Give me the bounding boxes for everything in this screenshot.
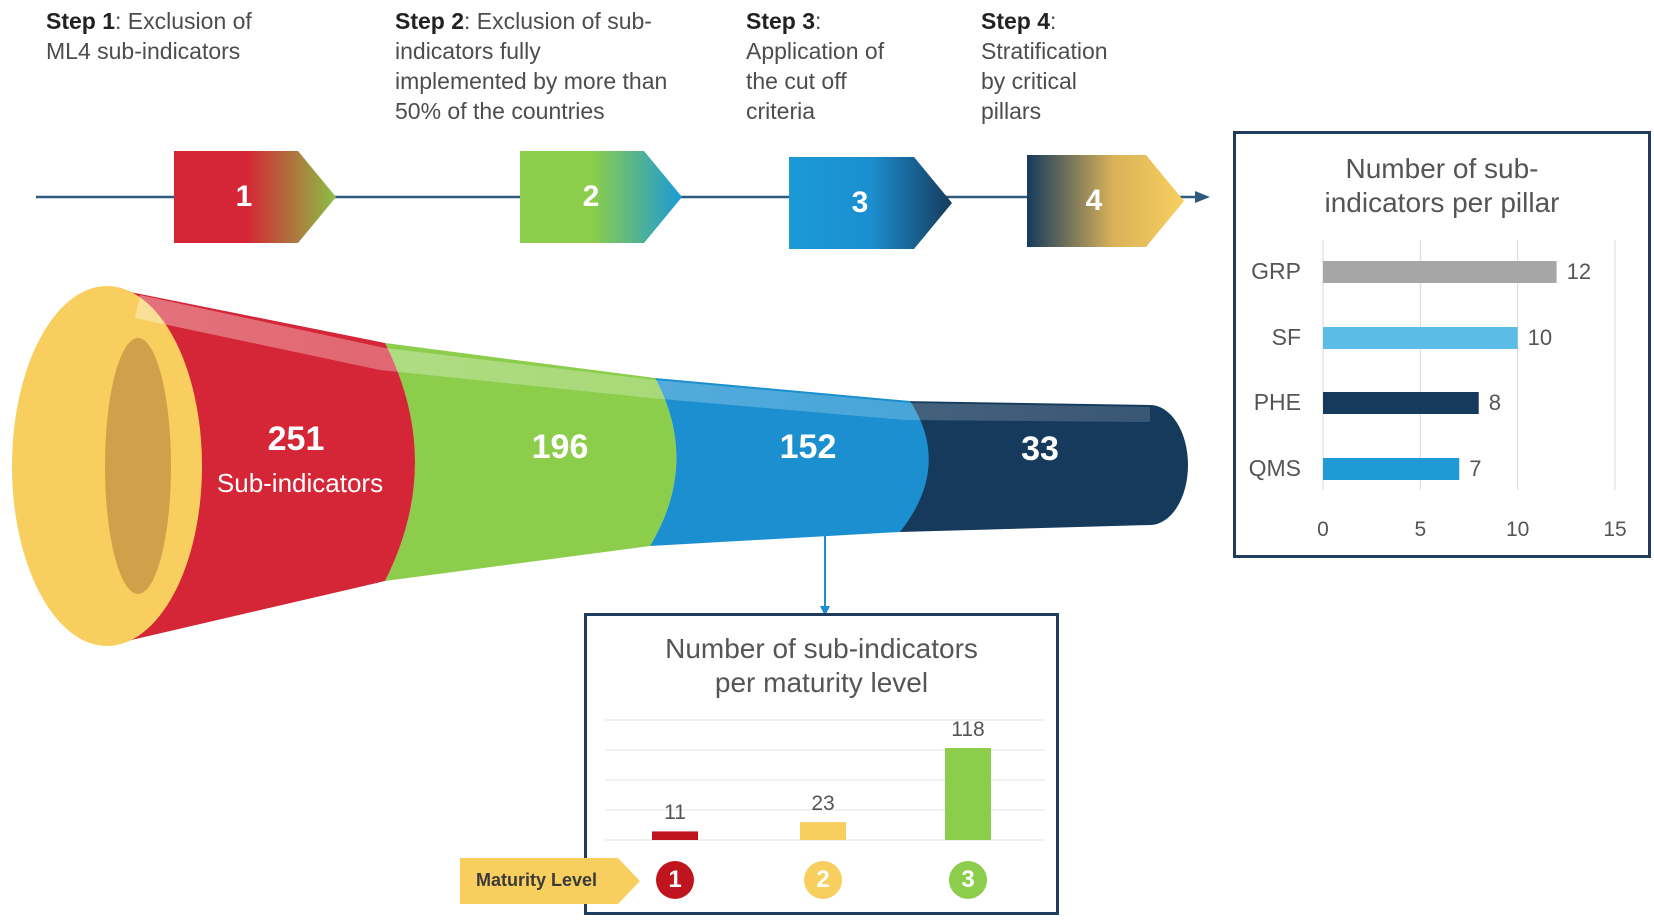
pillar-bar-grp bbox=[1323, 261, 1557, 283]
maturity-value-label: 118 bbox=[951, 718, 985, 741]
step-3-arrow bbox=[789, 157, 952, 249]
step-2-line-1: : Exclusion of sub- bbox=[464, 8, 652, 34]
step-2-line-4: 50% of the countries bbox=[395, 98, 605, 124]
pillar-category-label: PHE bbox=[1253, 389, 1301, 415]
maturity-bar-2 bbox=[800, 822, 846, 840]
connector-arrow bbox=[820, 530, 830, 616]
funnel-value-3: 152 bbox=[779, 428, 837, 466]
funnel-diagram bbox=[12, 286, 1188, 646]
maturity-level-tag-shape bbox=[460, 858, 640, 904]
funnel-value-4: 33 bbox=[1021, 430, 1059, 468]
step-4-arrow-number: 4 bbox=[1085, 184, 1103, 217]
funnel-value-1: 251 bbox=[267, 420, 325, 458]
step-4-text: Step 4: Stratification by critical pilla… bbox=[981, 6, 1108, 126]
funnel-segment-4 bbox=[900, 401, 1188, 532]
funnel-highlight bbox=[135, 295, 1150, 422]
funnel-segment-3 bbox=[650, 378, 929, 546]
connector-arrowhead bbox=[820, 606, 830, 616]
pillar-bar-qms bbox=[1323, 458, 1460, 480]
step-4-line-2: Stratification bbox=[981, 38, 1108, 64]
step-4-line-3: by critical bbox=[981, 68, 1077, 94]
maturity-chart-title: Number of sub-indicators per maturity le… bbox=[587, 632, 1056, 700]
maturity-title-line-1: Number of sub-indicators bbox=[665, 633, 978, 664]
pillar-chart-title: Number of sub- indicators per pillar bbox=[1236, 152, 1648, 220]
step-1-arrow bbox=[174, 151, 336, 243]
maturity-bar-1 bbox=[652, 831, 698, 840]
step-4-label: Step 4 bbox=[981, 8, 1051, 34]
step-2-arrow-number: 2 bbox=[582, 180, 600, 213]
funnel-mouth-inner bbox=[105, 338, 171, 594]
pillar-value-label: 7 bbox=[1469, 456, 1482, 481]
maturity-bar-3 bbox=[945, 748, 991, 840]
pillar-value-label: 8 bbox=[1488, 390, 1501, 415]
pillar-x-tick: 15 bbox=[1603, 518, 1627, 541]
step-2-label: Step 2 bbox=[395, 8, 465, 34]
maturity-level-1-badge: 1 bbox=[656, 861, 694, 899]
pillar-category-label: GRP bbox=[1251, 258, 1301, 284]
step-3-line-1: : bbox=[815, 8, 822, 34]
funnel-sub-label-1: Sub-indicators bbox=[216, 468, 384, 498]
pillar-bar-phe bbox=[1323, 392, 1479, 414]
step-timeline bbox=[36, 151, 1210, 249]
step-4-arrow bbox=[1027, 155, 1184, 247]
pillar-value-label: 12 bbox=[1566, 259, 1592, 284]
maturity-value-label: 11 bbox=[664, 801, 686, 825]
maturity-title-line-2: per maturity level bbox=[714, 667, 929, 698]
step-3-arrow-number: 3 bbox=[851, 186, 869, 219]
pillar-bar-chart bbox=[1322, 240, 1616, 490]
step-1-arrow-number: 1 bbox=[235, 180, 253, 213]
step-3-label: Step 3 bbox=[746, 8, 816, 34]
pillar-category-label: SF bbox=[1271, 324, 1301, 350]
step-1-line-2: ML4 sub-indicators bbox=[46, 38, 241, 64]
step-3-line-3: the cut off bbox=[746, 68, 847, 94]
pillar-x-tick: 0 bbox=[1317, 518, 1329, 541]
step-1-label: Step 1 bbox=[46, 8, 116, 34]
pillar-x-tick: 10 bbox=[1505, 518, 1530, 541]
step-2-line-2: indicators fully bbox=[395, 38, 541, 64]
maturity-level-tag bbox=[460, 858, 640, 904]
step-2-text: Step 2: Exclusion of sub- indicators ful… bbox=[395, 6, 667, 126]
pillar-title-line-1: Number of sub- bbox=[1345, 153, 1539, 184]
step-3-text: Step 3: Application of the cut off crite… bbox=[746, 6, 884, 126]
pillar-value-label: 10 bbox=[1527, 325, 1553, 350]
maturity-level-2-badge: 2 bbox=[804, 861, 842, 899]
pillar-bar-sf bbox=[1323, 327, 1518, 349]
step-4-line-1: : bbox=[1050, 8, 1057, 34]
step-2-line-3: implemented by more than bbox=[395, 68, 668, 94]
step-4-line-4: pillars bbox=[981, 98, 1042, 124]
maturity-level-tag-label: Maturity Level bbox=[476, 870, 598, 890]
step-1-line-1: : Exclusion of bbox=[115, 8, 252, 34]
maturity-value-label: 23 bbox=[811, 792, 835, 816]
maturity-level-3-badge: 3 bbox=[949, 861, 987, 899]
step-2-arrow bbox=[520, 151, 682, 243]
timeline-end-arrowhead bbox=[1195, 191, 1210, 203]
pillar-category-label: QMS bbox=[1248, 455, 1301, 481]
funnel-value-2: 196 bbox=[531, 428, 589, 466]
step-3-line-2: Application of bbox=[746, 38, 885, 64]
step-1-text: Step 1: Exclusion of ML4 sub-indicators bbox=[46, 6, 252, 66]
funnel-segment-2 bbox=[385, 343, 677, 581]
pillar-title-line-2: indicators per pillar bbox=[1324, 187, 1560, 218]
maturity-bar-chart bbox=[605, 719, 1045, 841]
step-3-line-4: criteria bbox=[746, 98, 816, 124]
pillar-x-tick: 5 bbox=[1414, 518, 1427, 541]
